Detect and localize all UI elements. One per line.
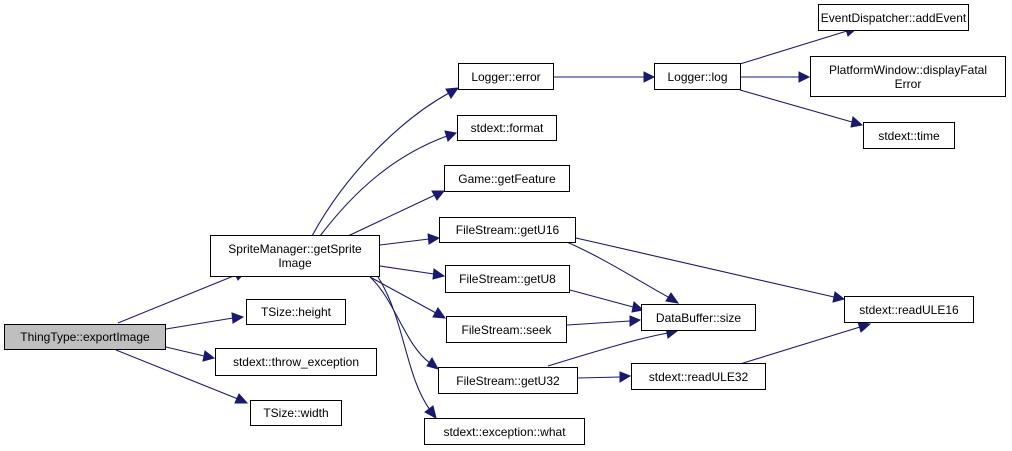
- node-filestream-getu8[interactable]: FileStream::getU8: [445, 265, 570, 293]
- node-filestream-getu16[interactable]: FileStream::getU16: [439, 217, 576, 243]
- node-stdext-readule16[interactable]: stdext::readULE16: [844, 296, 974, 323]
- edge-getu8-to-databuffer-size: [569, 289, 645, 313]
- node-stdext-readule32[interactable]: stdext::readULE32: [631, 363, 766, 390]
- edge-exportimage-to-height: [165, 312, 245, 330]
- edge-getspriteimage-to-getu16: [379, 233, 441, 246]
- edge-readule32-to-readule16: [739, 321, 872, 365]
- edge-getu16-to-databuffer-size: [554, 236, 680, 304]
- edge-exportimage-to-getspriteimage: [117, 269, 246, 324]
- node-eventdispatcher-addevent[interactable]: EventDispatcher::addEvent: [818, 4, 969, 31]
- edge-getu32-to-readule32: [577, 371, 632, 383]
- node-stdext-format[interactable]: stdext::format: [457, 115, 557, 141]
- node-stdext-exception-what[interactable]: stdext::exception::what: [424, 418, 585, 445]
- node-logger-log[interactable]: Logger::log: [654, 63, 741, 90]
- node-stdext-throw-exception[interactable]: stdext::throw_exception: [215, 348, 377, 376]
- edge-getspriteimage-to-format: [319, 130, 458, 237]
- edge-getspriteimage-to-getu8: [379, 265, 446, 280]
- edge-logger-log-to-displayfatalerror: [741, 71, 811, 83]
- edge-seek-to-databuffer-size: [566, 315, 642, 327]
- edge-getu32-to-databuffer-size: [547, 327, 679, 367]
- node-thingtype-exportimage: ThingType::exportImage: [4, 324, 166, 350]
- edge-logger-error-to-logger-log: [554, 71, 656, 83]
- node-filestream-seek[interactable]: FileStream::seek: [446, 316, 567, 343]
- node-filestream-getu32[interactable]: FileStream::getU32: [438, 367, 578, 394]
- edge-getu16-to-readule16: [575, 237, 846, 303]
- edge-exportimage-to-width: [115, 349, 249, 404]
- node-game-getfeature[interactable]: Game::getFeature: [444, 165, 570, 192]
- node-platformwindow-displayfatalerror[interactable]: PlatformWindow::displayFatal Error: [810, 56, 1006, 97]
- node-stdext-time[interactable]: stdext::time: [863, 122, 955, 149]
- node-tsize-width[interactable]: TSize::width: [250, 400, 342, 426]
- edge-getspriteimage-to-logger-error: [311, 87, 460, 237]
- edge-getspriteimage-to-getfeature: [347, 190, 446, 237]
- node-databuffer-size[interactable]: DataBuffer::size: [641, 304, 756, 331]
- edge-getspriteimage-to-exception-what: [377, 276, 437, 419]
- edge-exportimage-to-throw-exception: [165, 346, 216, 362]
- node-tsize-height[interactable]: TSize::height: [246, 299, 346, 325]
- node-logger-error[interactable]: Logger::error: [458, 63, 554, 90]
- edge-getspriteimage-to-getu32: [369, 276, 440, 370]
- node-spritemanager-getspriteimage[interactable]: SpriteManager::getSprite Image: [210, 235, 380, 277]
- edge-logger-log-to-time: [739, 89, 864, 128]
